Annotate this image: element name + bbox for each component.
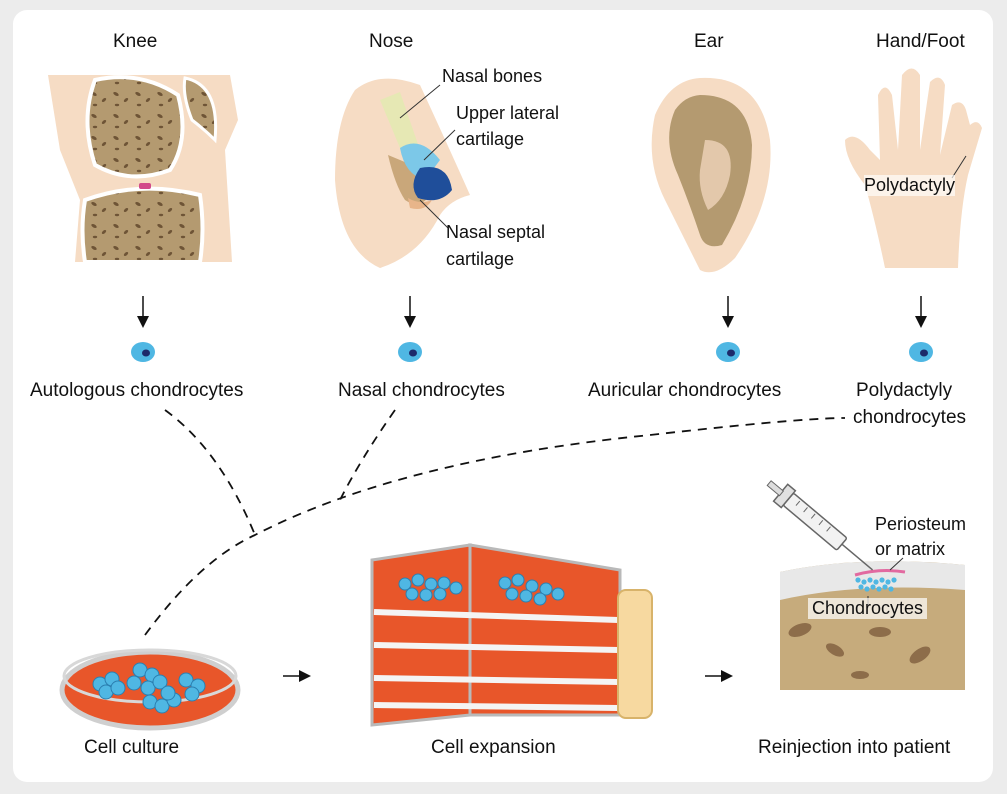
label-nasal-bones: Nasal bones <box>442 66 542 87</box>
cells-autologous: Autologous chondrocytes <box>30 380 243 402</box>
cells-nasal: Nasal chondrocytes <box>338 380 505 402</box>
source-title-knee: Knee <box>113 31 157 53</box>
label-periosteum: Periosteum <box>875 514 966 535</box>
cells-polydactyly-line1: Polydactyly <box>856 380 952 402</box>
label-upper-lateral: Upper lateral <box>456 103 559 124</box>
label-nasal-septal: Nasal septal <box>446 222 545 243</box>
label-chondrocytes: Chondrocytes <box>808 598 927 619</box>
chondrocyte-cell-icon <box>398 342 422 362</box>
chondrocyte-icons <box>131 342 933 362</box>
source-title-ear: Ear <box>694 31 724 53</box>
cells-polydactyly-line2: chondrocytes <box>853 407 966 429</box>
ear-illustration <box>652 78 771 272</box>
reinjection-illustration <box>780 558 965 690</box>
label-polydactyly: Polydactyly <box>864 175 955 196</box>
source-title-nose: Nose <box>369 31 413 53</box>
source-arrows <box>143 296 921 322</box>
knee-illustration <box>48 75 238 262</box>
expansion-flask-stack <box>372 545 652 725</box>
chondrocyte-cell-icon <box>716 342 740 362</box>
label-upper-lateral-cartilage: cartilage <box>456 129 524 150</box>
chondrocyte-cell-icon <box>909 342 933 362</box>
label-nasal-septal-cartilage: cartilage <box>446 249 514 270</box>
step-cell-culture: Cell culture <box>84 737 179 759</box>
source-title-hand-foot: Hand/Foot <box>876 31 965 53</box>
chondrocyte-cell-icon <box>131 342 155 362</box>
cells-auricular: Auricular chondrocytes <box>588 380 781 402</box>
label-or-matrix: or matrix <box>875 539 945 560</box>
step-cell-expansion: Cell expansion <box>431 737 556 759</box>
hand-illustration <box>845 69 982 269</box>
step-reinjection: Reinjection into patient <box>758 737 950 759</box>
